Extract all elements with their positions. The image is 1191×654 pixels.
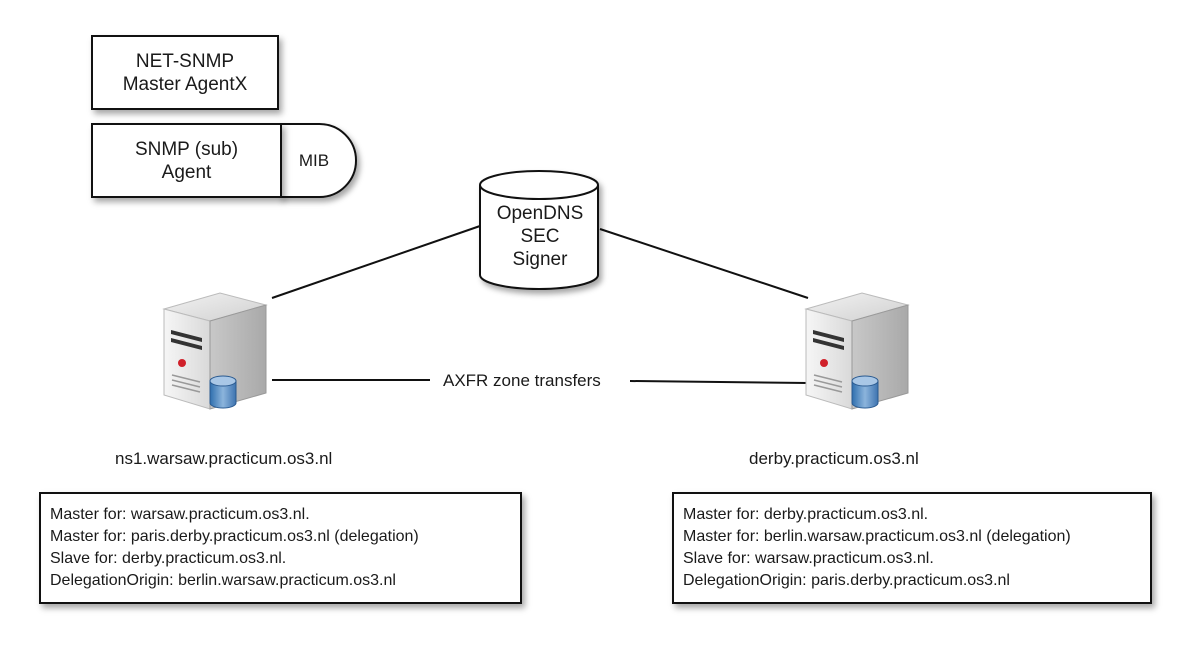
database-icon [479, 170, 599, 290]
signer-label: OpenDNS SEC Signer [478, 202, 602, 271]
left-info-line: Master for: paris.derby.practicum.os3.nl… [50, 528, 419, 545]
right-info-box: Master for: derby.practicum.os3.nl. Mast… [672, 492, 1152, 604]
master-agentx-line-2: Master AgentX [122, 73, 248, 95]
signer-line-2: SEC [520, 226, 560, 247]
line-axfr-right [629, 380, 809, 384]
right-hostname: derby.practicum.os3.nl [749, 449, 919, 468]
right-info-line: DelegationOrigin: paris.derby.practicum.… [683, 572, 1010, 589]
left-hostname: ns1.warsaw.practicum.os3.nl [115, 449, 333, 468]
database-icon [209, 375, 237, 409]
signer-database: OpenDNS SEC Signer [478, 169, 602, 293]
database-icon [851, 375, 879, 409]
sub-agent-line-2: Agent [161, 161, 212, 183]
master-agentx-box: NET-SNMP Master AgentX [91, 35, 279, 110]
line-signer-to-right-server [599, 228, 809, 299]
signer-line-3: Signer [512, 249, 568, 270]
master-agentx-line-1: NET-SNMP [135, 50, 235, 72]
right-info-line: Slave for: warsaw.practicum.os3.nl. [683, 550, 934, 567]
sub-agent-box: SNMP (sub) Agent [91, 123, 282, 198]
left-info-box: Master for: warsaw.practicum.os3.nl. Mas… [39, 492, 522, 604]
left-info-line: Master for: warsaw.practicum.os3.nl. [50, 506, 310, 523]
left-info-line: DelegationOrigin: berlin.warsaw.practicu… [50, 572, 396, 589]
mib-shape: MIB [279, 123, 357, 198]
server-icon [804, 292, 910, 410]
server-icon [162, 292, 268, 410]
signer-line-1: OpenDNS [496, 203, 584, 224]
sub-agent-line-1: SNMP (sub) [134, 138, 239, 160]
mib-label: MIB [298, 151, 330, 170]
right-info-line: Master for: derby.practicum.os3.nl. [683, 506, 929, 523]
sub-agent-group: MIB SNMP (sub) Agent [91, 123, 357, 198]
left-info-line: Slave for: derby.practicum.os3.nl. [50, 550, 287, 567]
line-left-server-to-signer [271, 225, 481, 299]
right-info-line: Master for: berlin.warsaw.practicum.os3.… [683, 528, 1071, 545]
axfr-label: AXFR zone transfers [443, 371, 601, 390]
